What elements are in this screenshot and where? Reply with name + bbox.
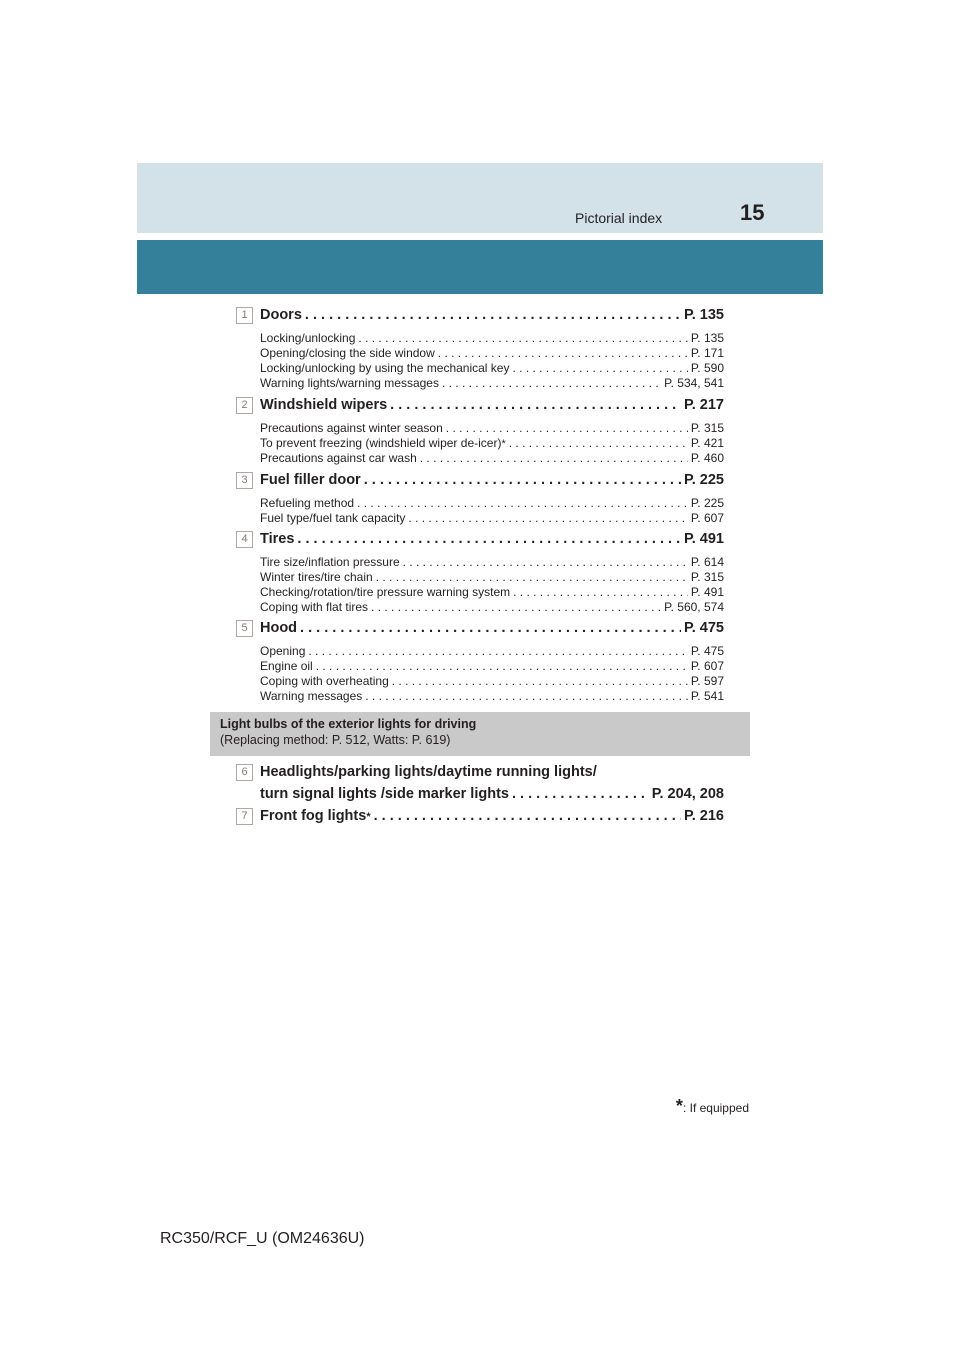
header-band [137, 163, 823, 233]
item-page-ref: P. 597 [690, 674, 724, 688]
page-number: 15 [740, 200, 765, 225]
section-number-badge: 5 [236, 620, 253, 637]
item-label: Coping with flat tires [260, 600, 369, 614]
lights-band: Light bulbs of the exterior lights for d… [210, 712, 750, 756]
item-label: Refueling method [260, 496, 355, 510]
section-title: Doors [260, 307, 302, 323]
item-page-ref: P. 541 [690, 689, 724, 703]
item-label: Opening [260, 644, 306, 658]
section-page-ref: P. 217 [683, 397, 724, 413]
footnote-text: : If equipped [682, 1101, 749, 1115]
section-title: Fuel filler door [260, 472, 361, 488]
item-page-ref: P. 460 [690, 451, 724, 465]
section-title-line1: Headlights/parking lights/daytime runnin… [260, 764, 597, 780]
section-number-badge: 2 [236, 397, 253, 414]
model-code: RC350/RCF_U (OM24636U) [160, 1230, 365, 1247]
item-page-ref: P. 560, 574 [664, 600, 724, 614]
section-page-ref: P. 491 [683, 531, 724, 547]
section-page-ref: P. 135 [683, 307, 724, 323]
footnote: *: If equipped [676, 1096, 749, 1117]
item-label: Opening/closing the side window [260, 346, 435, 360]
header-dark-band [137, 240, 823, 294]
item-label: Locking/unlocking [260, 331, 356, 345]
item-page-ref: P. 534, 541 [664, 376, 724, 390]
section-title: Tires [260, 531, 295, 547]
section-hood: 5 Hood P. 475 Opening P. 475 Engine oil P. … [236, 620, 724, 704]
section-number-badge: 3 [236, 472, 253, 489]
item-page-ref: P. 491 [690, 585, 724, 599]
item-label: Coping with overheating [260, 674, 389, 688]
item-label: Fuel type/fuel tank capacity [260, 511, 406, 525]
section-number-badge: 4 [236, 531, 253, 548]
section-page-ref: P. 216 [683, 808, 724, 824]
item-label: Tire size/inflation pressure [260, 555, 400, 569]
section-title: Front fog lights [260, 808, 367, 824]
item-label: To prevent freezing (windshield wiper de… [260, 436, 502, 450]
item-page-ref: P. 607 [690, 659, 724, 673]
section-page-ref: P. 204, 208 [651, 786, 724, 802]
lights-band-title: Light bulbs of the exterior lights for d… [220, 717, 477, 731]
item-page-ref: P. 475 [690, 644, 724, 658]
item-label: Warning messages [260, 689, 363, 703]
section-title-line2: turn signal lights /side marker lights [260, 786, 509, 802]
item-page-ref: P. 607 [690, 511, 724, 525]
item-page-ref: P. 135 [690, 331, 724, 345]
item-label: Winter tires/tire chain [260, 570, 373, 584]
item-label: Locking/unlocking by using the mechanica… [260, 361, 510, 375]
section-fuel-filler-door: 3 Fuel filler door P. 225 Refueling metho… [236, 472, 724, 526]
item-page-ref: P. 421 [690, 436, 724, 450]
item-label: Checking/rotation/tire pressure warning … [260, 585, 511, 599]
section-title: Windshield wipers [260, 397, 388, 413]
section-windshield-wipers: 2 Windshield wipers P. 217 Precautions ag… [236, 397, 724, 466]
item-page-ref: P. 225 [690, 496, 724, 510]
section-page-ref: P. 475 [683, 620, 724, 636]
section-number-badge: 1 [236, 307, 253, 324]
page-title: Pictorial index [575, 210, 663, 226]
item-label: Engine oil [260, 659, 313, 673]
section-front-fog-lights: 7 Front fog lights*P. 216 [236, 808, 724, 832]
section-doors: 1 Doors P. 135 Locking/unlocking P. 135 Op… [236, 307, 724, 391]
section-page-ref: P. 225 [683, 472, 724, 488]
section-tires: 4 Tires P. 491 Tire size/inflation pressu… [236, 531, 724, 615]
section-number-badge: 6 [236, 764, 253, 781]
item-page-ref: P. 590 [690, 361, 724, 375]
item-label: Warning lights/warning messages [260, 376, 439, 390]
item-page-ref: P. 614 [690, 555, 724, 569]
item-label: Precautions against car wash [260, 451, 417, 465]
section-title: Hood [260, 620, 298, 636]
item-label: Precautions against winter season [260, 421, 443, 435]
item-page-ref: P. 171 [690, 346, 724, 360]
footnote-star: * [675, 1096, 683, 1116]
section-number-badge: 7 [236, 808, 253, 825]
item-page-ref: P. 315 [690, 570, 724, 584]
section-headlights: 6 Headlights/parking lights/daytime runn… [236, 764, 724, 810]
lights-band-subtitle: (Replacing method: P. 512, Watts: P. 619… [220, 733, 451, 747]
item-page-ref: P. 315 [690, 421, 724, 435]
